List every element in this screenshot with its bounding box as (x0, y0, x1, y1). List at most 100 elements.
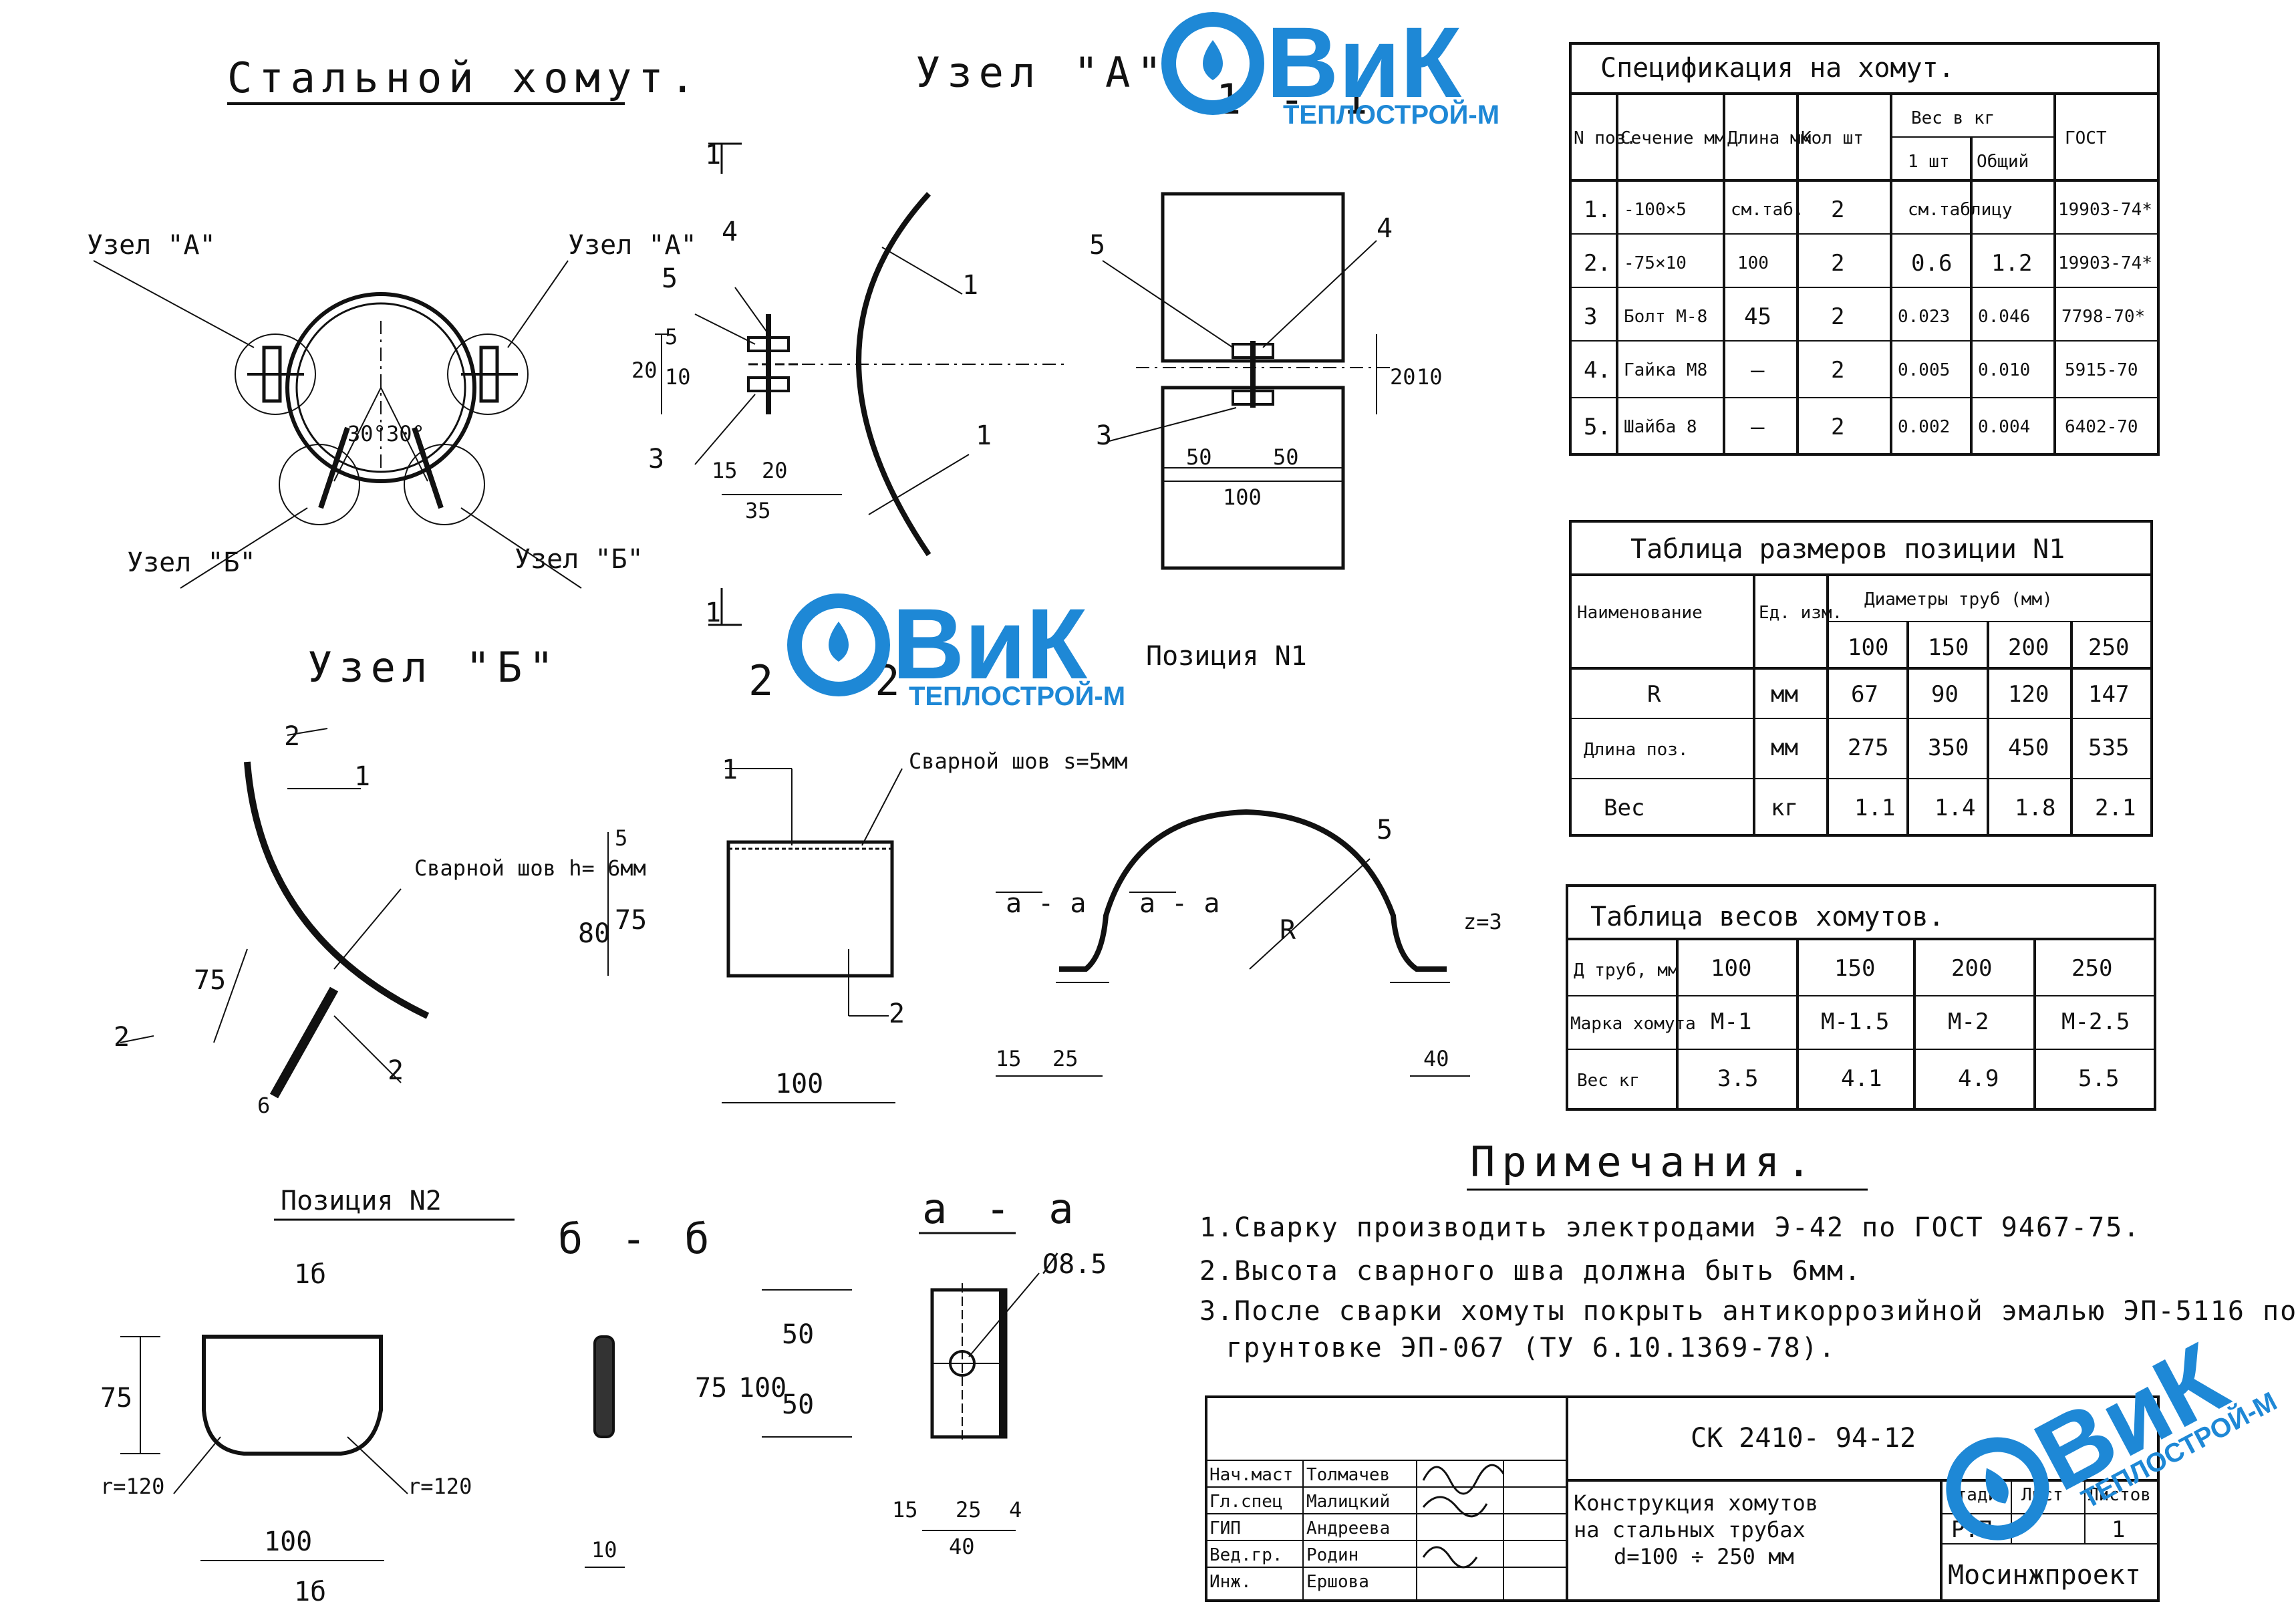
svg-text:5915-70: 5915-70 (2065, 360, 2138, 380)
spec-row: 5. Шайба 8 — 2 0.002 0.004 6402-70 (1584, 414, 2138, 440)
section-1-1-callout-4: 4 (1377, 213, 1393, 244)
node-a-callout-1b: 1 (976, 420, 992, 451)
svg-text:М-2.5: М-2.5 (2061, 1009, 2130, 1035)
svg-text:450: 450 (2008, 734, 2049, 761)
svg-text:100: 100 (1737, 253, 1769, 273)
svg-text:0.010: 0.010 (1978, 360, 2030, 380)
weight-row-label-d: Д труб, мм (1574, 960, 1679, 980)
notes-title: Примечания. (1470, 1137, 1818, 1186)
label-node-b-right: Узел "Б" (515, 544, 643, 575)
svg-text:Гайка М8: Гайка М8 (1624, 360, 1707, 380)
section-1-1-dim-20: 20 (1390, 364, 1416, 390)
node-a-callout-3: 3 (648, 444, 664, 475)
position-1-dim-z: z=3 (1463, 909, 1502, 934)
svg-text:Гл.спец: Гл.спец (1209, 1492, 1283, 1512)
weight-table-title: Таблица весов хомутов. (1590, 902, 1945, 932)
weight-column: 200 М-2 4.9 (1948, 955, 1999, 1092)
position-2-dim-r-right: r=120 (408, 1474, 472, 1499)
size-diam-250: 250 (2088, 634, 2129, 661)
spec-header-section: Сечение мм (1620, 128, 1725, 148)
svg-text:1.2: 1.2 (1991, 250, 2032, 277)
section-1-1-dim-50b: 50 (1273, 444, 1299, 470)
svg-text:кг: кг (1771, 795, 1798, 821)
title-block-name-line: на стальных трубах (1574, 1517, 1806, 1542)
svg-text:1.: 1. (1584, 196, 1611, 223)
section-b-b-view (585, 1335, 625, 1568)
section-2-2-weld-note: Сварной шов s=5мм (909, 749, 1128, 774)
svg-text:1.8: 1.8 (2015, 795, 2055, 821)
weight-column: 250 М-2.5 5.5 (2061, 955, 2130, 1092)
signature-row: Инж. Ершова (1209, 1572, 1369, 1592)
section-a-a-dim-75: 75 (695, 1373, 727, 1403)
spec-header-qty: Кол шт (1801, 128, 1864, 148)
watermark-logo: ВиК ТЕПЛОСТРОЙ-М (1161, 6, 1499, 130)
node-a-dim-20b: 20 (762, 458, 788, 483)
svg-text:7798-70*: 7798-70* (2061, 307, 2145, 327)
svg-text:2: 2 (1831, 357, 1844, 384)
section-1-1-callout-3: 3 (1096, 420, 1112, 451)
section-a-a-view (762, 1272, 1040, 1531)
svg-text:0.6: 0.6 (1911, 250, 1952, 277)
node-b-callout-2: 2 (388, 1055, 404, 1086)
section-2-2-dim-100: 100 (775, 1069, 823, 1099)
node-a-dim-20: 20 (631, 358, 658, 383)
svg-text:0.004: 0.004 (1978, 417, 2030, 437)
label-angle-right: 30° (386, 421, 425, 446)
svg-text:1.1: 1.1 (1854, 795, 1895, 821)
spec-table (1569, 42, 2160, 456)
title-position-2: Позиция N2 (281, 1186, 442, 1216)
svg-text:4.9: 4.9 (1958, 1065, 1999, 1092)
size-header-name: Наименование (1577, 603, 1703, 623)
section-1-1-view (1102, 192, 1390, 570)
size-header-diam: Диаметры труб (мм) (1864, 589, 2053, 610)
position-1-section-a-left: а - а (1006, 888, 1086, 919)
section-1-1-dim-10: 10 (1417, 364, 1443, 390)
position-2-dim-r-left: r=120 (100, 1474, 164, 1499)
svg-text:45: 45 (1744, 303, 1771, 330)
svg-text:147: 147 (2088, 681, 2129, 708)
svg-text:2: 2 (1831, 303, 1844, 330)
node-a-callout-5: 5 (662, 263, 678, 294)
svg-text:0.005: 0.005 (1898, 360, 1950, 380)
node-a-dim-1-top: 1 (705, 140, 721, 170)
svg-text:ТЕПЛОСТРОЙ-М: ТЕПЛОСТРОЙ-М (909, 680, 1125, 711)
position-1-dim-15: 15 (996, 1046, 1022, 1071)
svg-text:1.4: 1.4 (1934, 795, 1975, 821)
svg-text:0.002: 0.002 (1898, 417, 1950, 437)
title-block-name-line: d=100 ÷ 250 мм (1614, 1544, 1794, 1569)
size-table (1569, 520, 2153, 837)
svg-text:мм: мм (1771, 734, 1798, 761)
svg-text:2.: 2. (1584, 250, 1611, 277)
svg-text:Болт М-8: Болт М-8 (1624, 307, 1707, 327)
section-a-a-dim-50b: 50 (782, 1389, 814, 1420)
svg-text:3: 3 (1584, 303, 1597, 330)
section-2-2-dim-5: 5 (615, 825, 627, 851)
sheet-title: Стальной хомут. (227, 53, 702, 102)
size-header-unit: Ед. изм. (1759, 603, 1842, 623)
size-row: R мм 67 90 120 147 (1647, 681, 2129, 708)
section-b-b-dim-10: 10 (591, 1537, 617, 1563)
weight-table (1566, 884, 2156, 1111)
position-2-dim-100: 100 (264, 1526, 312, 1557)
svg-text:535: 535 (2088, 734, 2129, 761)
node-b-callout-1: 1 (354, 761, 370, 792)
title-block-sheets: 1 (2112, 1516, 2125, 1543)
size-diam-200: 200 (2008, 634, 2049, 661)
section-2-2-view (607, 768, 903, 1103)
svg-text:см.таблицу: см.таблицу (1908, 200, 2013, 220)
svg-text:5.: 5. (1584, 414, 1611, 440)
position-2-view-b-bottom: 1б (294, 1577, 326, 1607)
svg-text:19903-74*: 19903-74* (2058, 200, 2152, 220)
svg-text:Длина поз.: Длина поз. (1584, 740, 1689, 760)
spec-header-pos: N поз. (1574, 128, 1636, 148)
spec-row: 3 Болт М-8 45 2 0.023 0.046 7798-70* (1584, 303, 2145, 330)
svg-text:Андреева: Андреева (1306, 1518, 1390, 1538)
title-node-a: Узел "А" (915, 48, 1169, 97)
svg-text:Нач.маст: Нач.маст (1209, 1465, 1293, 1485)
signature-row: ГИП Андреева (1209, 1518, 1390, 1538)
spec-row: 1. -100×5 см.таб. 2 см.таблицу 19903-74* (1584, 196, 2152, 223)
signature-row: Нач.маст Толмачев (1209, 1465, 1390, 1485)
title-block (1205, 1395, 2160, 1602)
position-2-view (120, 1335, 408, 1561)
section-2-2-dim-75: 75 (615, 905, 647, 936)
